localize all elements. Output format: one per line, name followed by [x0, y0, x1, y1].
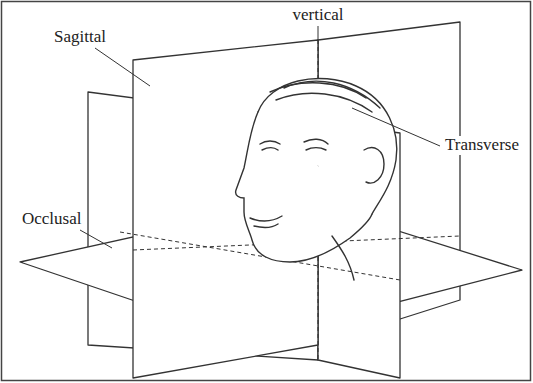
leader-line: [352, 108, 440, 146]
plane-label: vertical: [291, 6, 346, 25]
leader-line: [95, 48, 150, 86]
plane-label: Sagittal: [52, 28, 108, 47]
head-drawing: [236, 78, 397, 280]
plane-label: Transverse: [443, 136, 521, 155]
plane-label: Occlusal: [20, 210, 83, 229]
leader-line: [318, 26, 319, 40]
leader-line: [80, 230, 112, 248]
